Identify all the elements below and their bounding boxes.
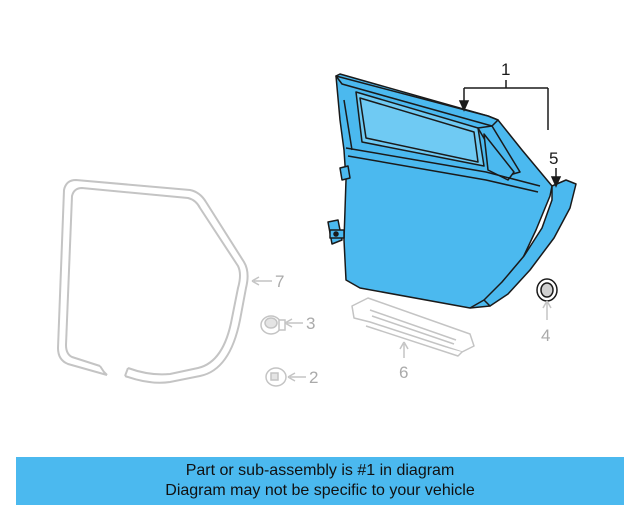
leader-line-2 — [287, 372, 306, 382]
caption-banner: Part or sub-assembly is #1 in diagram Di… — [16, 457, 624, 505]
grommet-part-4[interactable] — [536, 278, 558, 302]
leader-line-1 — [458, 80, 549, 130]
callout-3: 3 — [306, 314, 315, 333]
callout-6: 6 — [399, 363, 408, 382]
sill-bracket-part[interactable] — [351, 297, 475, 357]
plug-part-3[interactable] — [260, 315, 286, 335]
callout-2: 2 — [309, 368, 318, 387]
leader-line-3 — [284, 318, 303, 328]
callout-1: 1 — [501, 60, 510, 79]
leader-line-4 — [542, 300, 552, 320]
leader-line-6 — [399, 341, 409, 358]
callout-5: 5 — [549, 149, 558, 168]
callout-7: 7 — [275, 272, 284, 291]
plug-part-2[interactable] — [265, 367, 287, 387]
leader-line-7 — [251, 276, 272, 286]
weatherstrip-seal-part[interactable] — [57, 179, 249, 384]
leader-line-5 — [550, 168, 562, 188]
caption-line-2: Diagram may not be specific to your vehi… — [165, 482, 475, 499]
door-shell-part[interactable] — [327, 73, 577, 309]
caption-line-1: Part or sub-assembly is #1 in diagram — [185, 462, 455, 479]
callout-4: 4 — [541, 326, 550, 345]
